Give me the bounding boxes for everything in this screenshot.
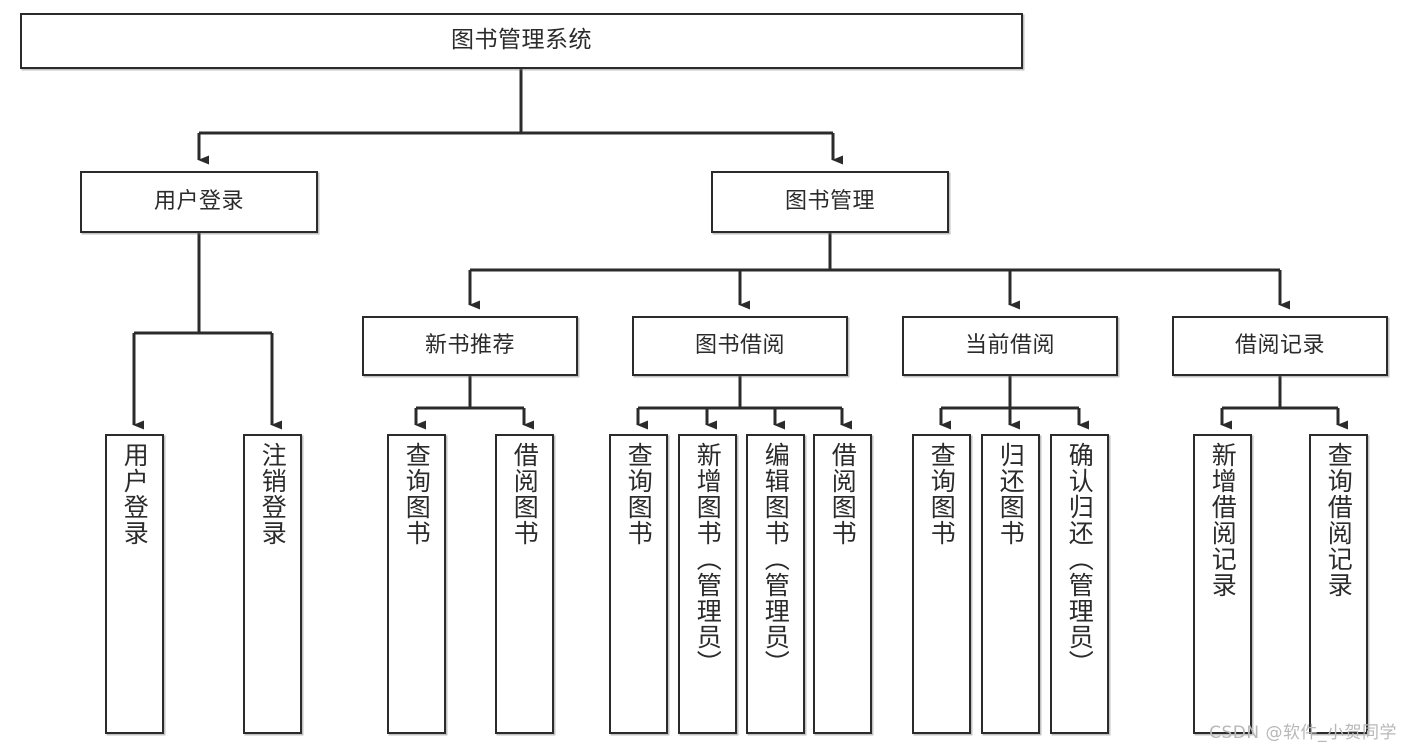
node-leaf-user-login-signout[interactable]: 注销登录	[243, 434, 302, 734]
node-leaf-current-confirm-return[interactable]: 确认归还（管理员）	[1050, 434, 1109, 734]
node-leaf-borrow-borrow-book[interactable]: 借阅图书	[813, 434, 872, 734]
node-leaf-new-book-borrow[interactable]: 借阅图书	[495, 434, 554, 734]
node-current-borrow[interactable]: 当前借阅	[902, 316, 1118, 376]
node-leaf-borrow-edit-book[interactable]: 编辑图书（管理员）	[746, 434, 805, 734]
node-label: 查询图书	[402, 442, 432, 546]
node-leaf-record-add[interactable]: 新增借阅记录	[1193, 434, 1252, 734]
node-book-management[interactable]: 图书管理	[711, 171, 949, 233]
node-label: 新增图书（管理员）	[693, 442, 723, 676]
node-book-borrow[interactable]: 图书借阅	[632, 316, 848, 376]
node-label: 借阅图书	[828, 442, 858, 546]
node-label: 注销登录	[258, 442, 288, 546]
node-label: 编辑图书（管理员）	[761, 442, 791, 676]
node-label: 借阅记录	[1234, 333, 1325, 359]
node-label: 图书管理系统	[451, 27, 592, 54]
node-leaf-borrow-query[interactable]: 查询图书	[609, 434, 668, 734]
node-leaf-current-query[interactable]: 查询图书	[912, 434, 971, 734]
node-user-login[interactable]: 用户登录	[80, 171, 318, 233]
node-label: 用户登录	[153, 189, 244, 215]
node-new-book-recommend[interactable]: 新书推荐	[362, 316, 578, 376]
node-label: 查询图书	[624, 442, 654, 546]
node-label: 确认归还（管理员）	[1065, 442, 1095, 676]
node-leaf-record-query[interactable]: 查询借阅记录	[1309, 434, 1368, 734]
node-label: 借阅图书	[510, 442, 540, 546]
node-label: 归还图书	[996, 442, 1026, 546]
node-borrow-record[interactable]: 借阅记录	[1172, 316, 1388, 376]
node-root-system[interactable]: 图书管理系统	[20, 13, 1023, 69]
node-label: 新增借阅记录	[1208, 442, 1238, 598]
node-label: 当前借阅	[964, 333, 1055, 359]
node-leaf-user-login-signin[interactable]: 用户登录	[105, 434, 164, 734]
node-leaf-current-return[interactable]: 归还图书	[981, 434, 1040, 734]
node-label: 新书推荐	[424, 333, 515, 359]
node-label: 图书管理	[784, 189, 875, 215]
node-leaf-borrow-add-book[interactable]: 新增图书（管理员）	[678, 434, 737, 734]
node-label: 用户登录	[120, 442, 150, 546]
csdn-watermark: CSDN @软件_小贺同学	[1209, 723, 1397, 743]
node-label: 查询借阅记录	[1324, 442, 1354, 598]
node-label: 图书借阅	[694, 333, 785, 359]
node-leaf-new-book-query[interactable]: 查询图书	[387, 434, 446, 734]
node-label: 查询图书	[927, 442, 957, 546]
